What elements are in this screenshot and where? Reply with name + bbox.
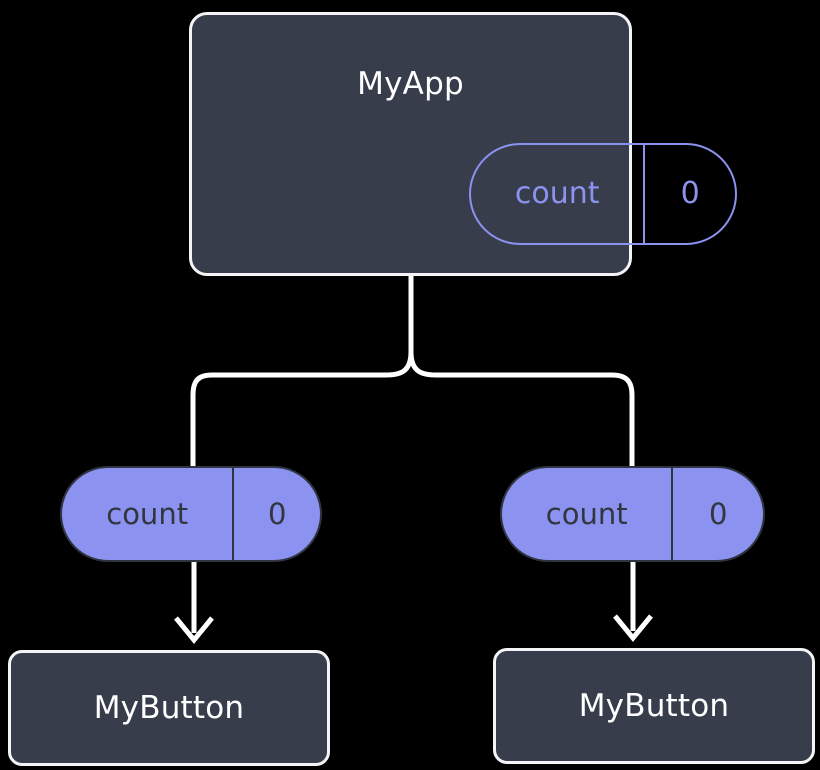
state-pill-key: count: [545, 496, 628, 531]
arrowhead-right-icon: [613, 614, 653, 642]
arrowhead-left-icon: [174, 616, 214, 644]
state-pill-branch-right-count[interactable]: count 0: [500, 466, 765, 562]
component-node-mybutton-left[interactable]: MyButton: [8, 650, 330, 766]
state-pill-branch-left-count[interactable]: count 0: [60, 466, 322, 562]
edge-fork-right: [408, 351, 635, 468]
state-pill-myapp-count[interactable]: count 0: [469, 143, 737, 245]
component-label-mybutton: MyButton: [578, 687, 730, 724]
component-label-myapp: MyApp: [357, 66, 464, 102]
state-pill-value: 0: [232, 468, 320, 560]
edge-fork-left: [190, 351, 414, 468]
state-pill-value: 0: [643, 145, 735, 243]
component-label-mybutton: MyButton: [93, 689, 245, 726]
component-node-mybutton-right[interactable]: MyButton: [493, 648, 815, 764]
state-pill-key: count: [106, 496, 189, 531]
component-node-myapp[interactable]: MyApp count 0: [189, 12, 737, 276]
state-pill-key: count: [514, 176, 600, 211]
state-pill-value: 0: [671, 468, 763, 560]
